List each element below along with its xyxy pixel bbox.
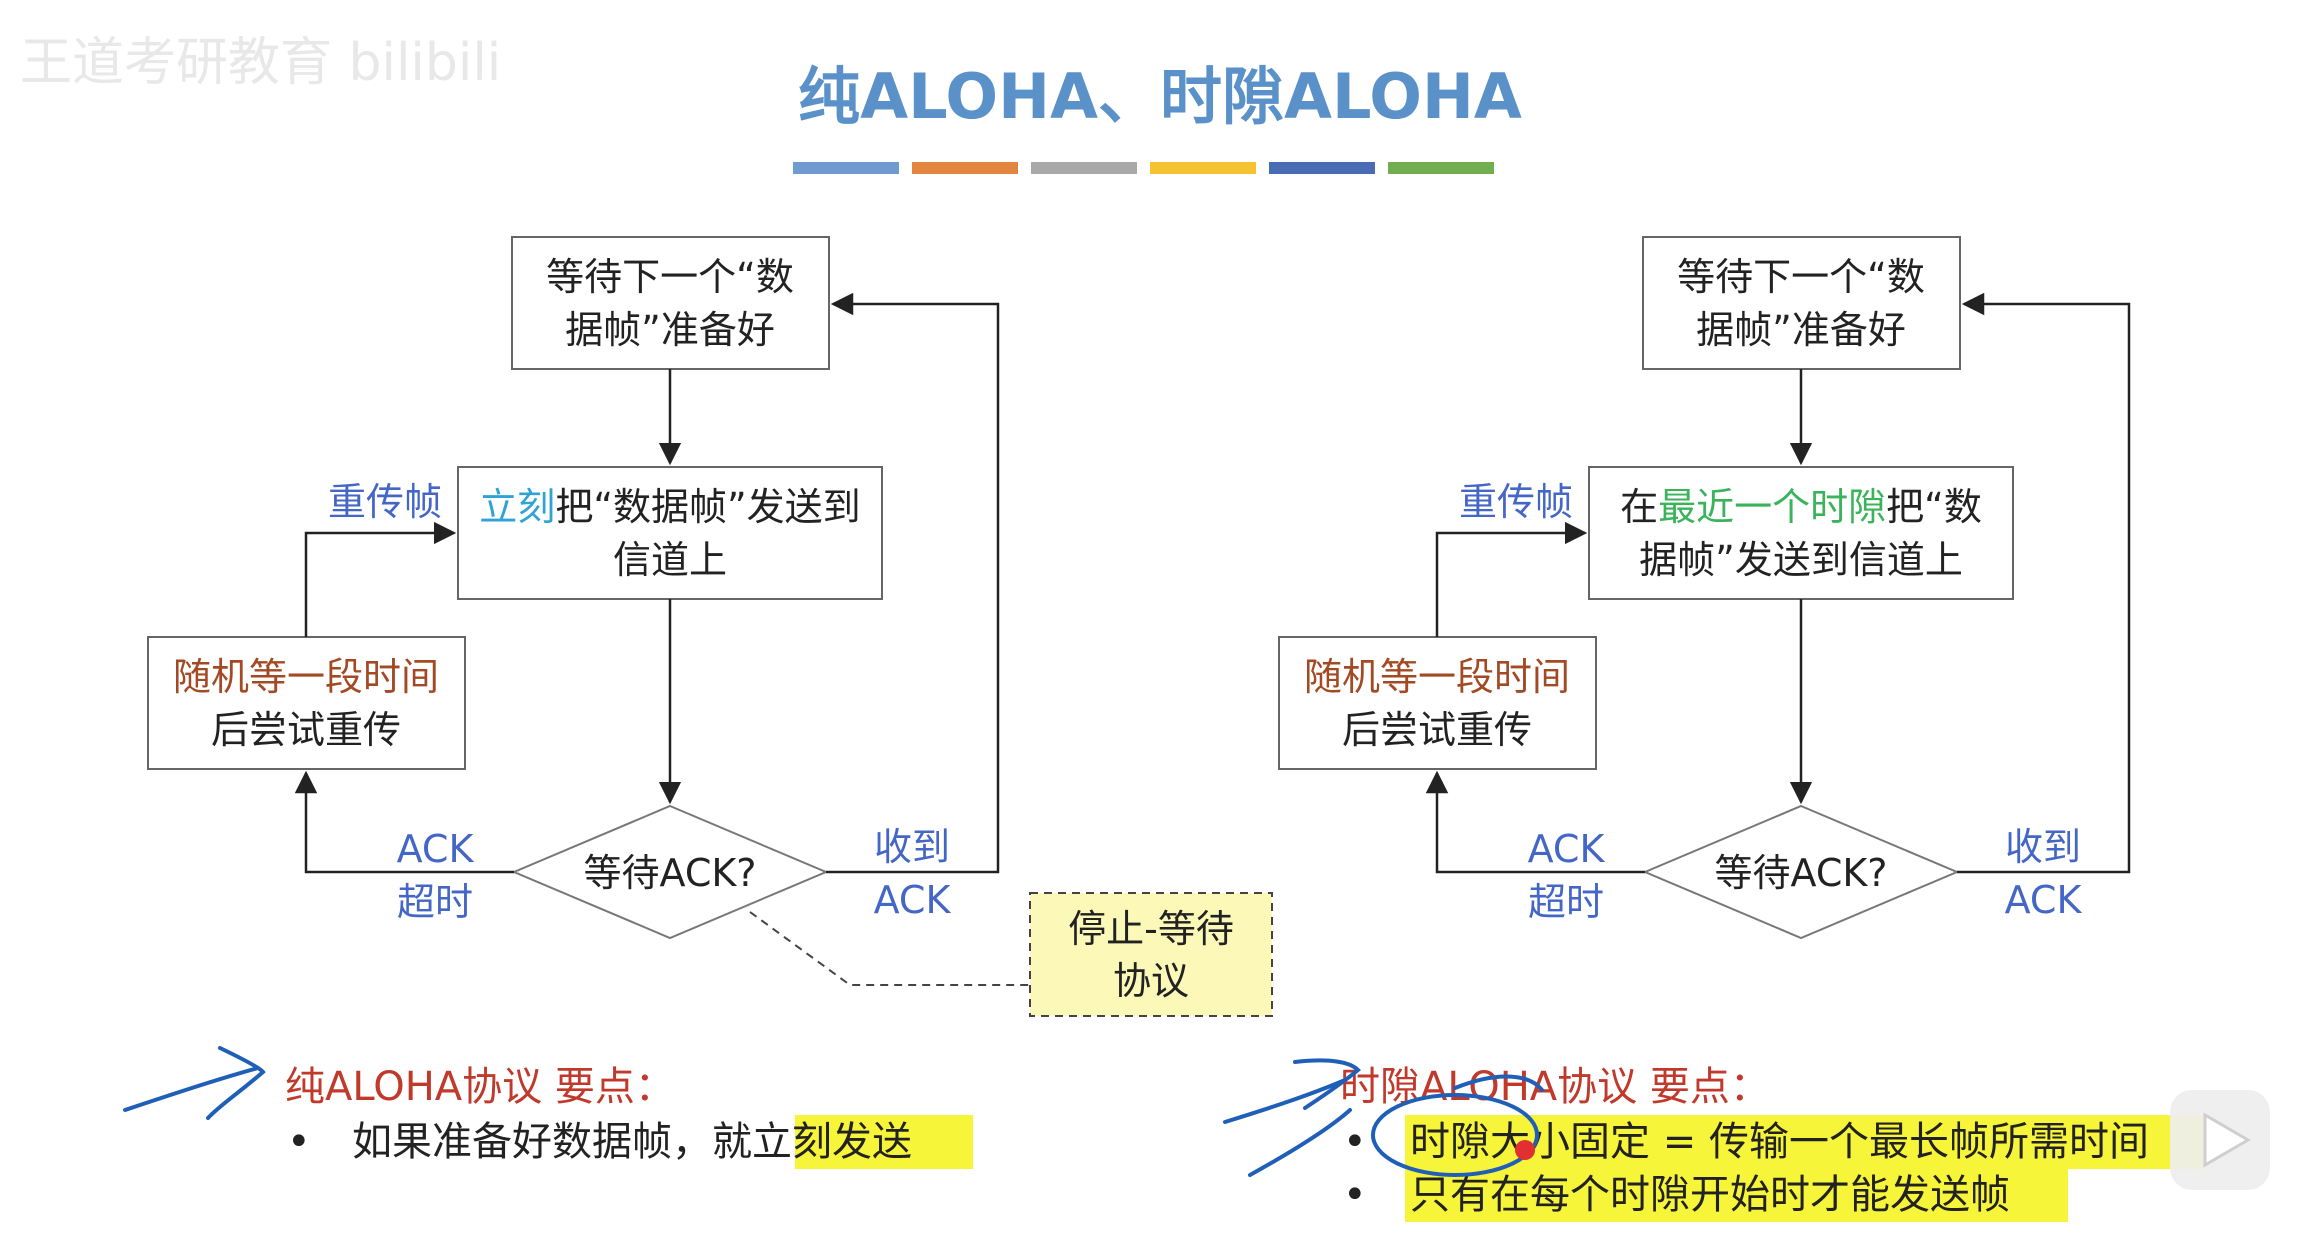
ink-arrow-right-shaft-1 — [1223, 1078, 1347, 1124]
right-arrow-resend — [1435, 521, 1588, 637]
notes-left-highlight — [795, 1115, 973, 1169]
right-wait-text-2: 据帧”准备好 — [1696, 308, 1906, 352]
left-flowchart: 等待下一个“数 据帧”准备好 立刻把“数据帧”发送到 信道上 随机等一段时间 后… — [147, 236, 1273, 1017]
left-send-box — [457, 466, 883, 600]
left-wait-box — [511, 236, 830, 370]
ink-circle-slot-size — [1371, 1093, 1539, 1177]
left-label-received-1: 收到 — [874, 825, 950, 869]
notes-right-bullet-dot-2: • — [1343, 1172, 1367, 1218]
left-decision-diamond — [511, 804, 829, 940]
notes-right-highlight-2 — [1405, 1168, 2068, 1222]
right-label-received-2: ACK — [2005, 878, 2083, 922]
accent-bar-1 — [793, 162, 899, 174]
accent-bar-5 — [1269, 162, 1375, 174]
right-retry-box — [1278, 636, 1597, 770]
pointer-dot — [1515, 1140, 1535, 1160]
accent-bar-3 — [1031, 162, 1137, 174]
left-retry-text-1: 随机等一段时间 — [173, 655, 439, 699]
right-send-text-1: 在最近一个时隙把“数 — [1620, 485, 1982, 529]
left-label-resend: 重传帧 — [328, 480, 442, 524]
left-decision-text: 等待ACK? — [584, 851, 757, 895]
play-button[interactable] — [2170, 1090, 2270, 1190]
left-note-connector — [749, 911, 1030, 986]
right-decision-text: 等待ACK? — [1715, 851, 1888, 895]
right-decision-diamond — [1642, 804, 1960, 940]
left-wait-text-1: 等待下一个“数 — [546, 255, 794, 299]
notes-right-highlight-1 — [1405, 1115, 2205, 1169]
left-send-text-2: 信道上 — [613, 538, 727, 582]
notes-right-bullet-1: 时隙大小固定 = 传输一个最长帧所需时间 — [1410, 1119, 2149, 1165]
page-title: 纯ALOHA、时隙ALOHA — [798, 60, 1522, 133]
left-label-received-2: ACK — [874, 878, 952, 922]
right-send-text-2: 据帧”发送到信道上 — [1639, 538, 1963, 582]
right-arrow-received — [1957, 292, 2131, 874]
play-icon — [2203, 1112, 2251, 1168]
ink-annotations — [123, 1046, 1544, 1177]
left-arrow-received — [826, 292, 1000, 874]
left-note-box — [1029, 892, 1273, 1017]
left-arrow-resend — [304, 521, 457, 637]
left-label-timeout-1: ACK — [397, 827, 475, 871]
watermark: 王道考研教育 bilibili — [20, 33, 501, 93]
right-send-box — [1588, 466, 2014, 600]
ink-loop-top — [1453, 1074, 1544, 1092]
notes-left-heading: 纯ALOHA协议 要点： — [285, 1064, 675, 1110]
notes-left-bullet-dot: • — [287, 1119, 311, 1165]
left-wait-text-2: 据帧”准备好 — [565, 308, 775, 352]
notes-right-bullet-2: 只有在每个时隙开始时才能发送帧 — [1410, 1172, 2010, 1218]
right-flowchart: 等待下一个“数 据帧”准备好 在最近一个时隙把“数 据帧”发送到信道上 随机等一… — [1278, 236, 2131, 940]
left-arrow-timeout — [294, 770, 514, 874]
accent-bars — [793, 162, 1494, 174]
right-label-resend: 重传帧 — [1459, 480, 1573, 524]
right-retry-text-1: 随机等一段时间 — [1304, 655, 1570, 699]
right-label-timeout-2: 超时 — [1528, 880, 1604, 924]
notes-left-bullet: 如果准备好数据帧，就立刻发送 — [352, 1119, 912, 1165]
notes-right: 时隙ALOHA协议 要点： • 时隙大小固定 = 传输一个最长帧所需时间 • 只… — [1340, 1064, 2205, 1222]
right-wait-text-1: 等待下一个“数 — [1677, 255, 1925, 299]
notes-left: 纯ALOHA协议 要点： • 如果准备好数据帧，就立刻发送 — [285, 1064, 973, 1169]
ink-arrow-left-head — [206, 1046, 266, 1120]
ink-arrow-left-shaft — [123, 1066, 260, 1112]
accent-bar-6 — [1388, 162, 1494, 174]
notes-right-bullet-dot-1: • — [1343, 1119, 1367, 1165]
accent-bar-4 — [1150, 162, 1256, 174]
ink-arrow-right-head — [1293, 1058, 1361, 1110]
right-label-received-1: 收到 — [2005, 825, 2081, 869]
left-note-text-2: 协议 — [1113, 959, 1189, 1003]
accent-bar-2 — [912, 162, 1018, 174]
right-retry-text-2: 后尝试重传 — [1342, 708, 1532, 752]
left-send-text-1: 立刻把“数据帧”发送到 — [479, 485, 860, 529]
right-label-timeout-1: ACK — [1528, 827, 1606, 871]
right-arrow-timeout — [1425, 770, 1645, 874]
left-retry-text-2: 后尝试重传 — [211, 708, 401, 752]
right-wait-box — [1642, 236, 1961, 370]
left-label-timeout-2: 超时 — [397, 880, 473, 924]
left-note-text-1: 停止-等待 — [1068, 907, 1234, 951]
ink-arrow-right-shaft-2 — [1248, 1108, 1352, 1177]
